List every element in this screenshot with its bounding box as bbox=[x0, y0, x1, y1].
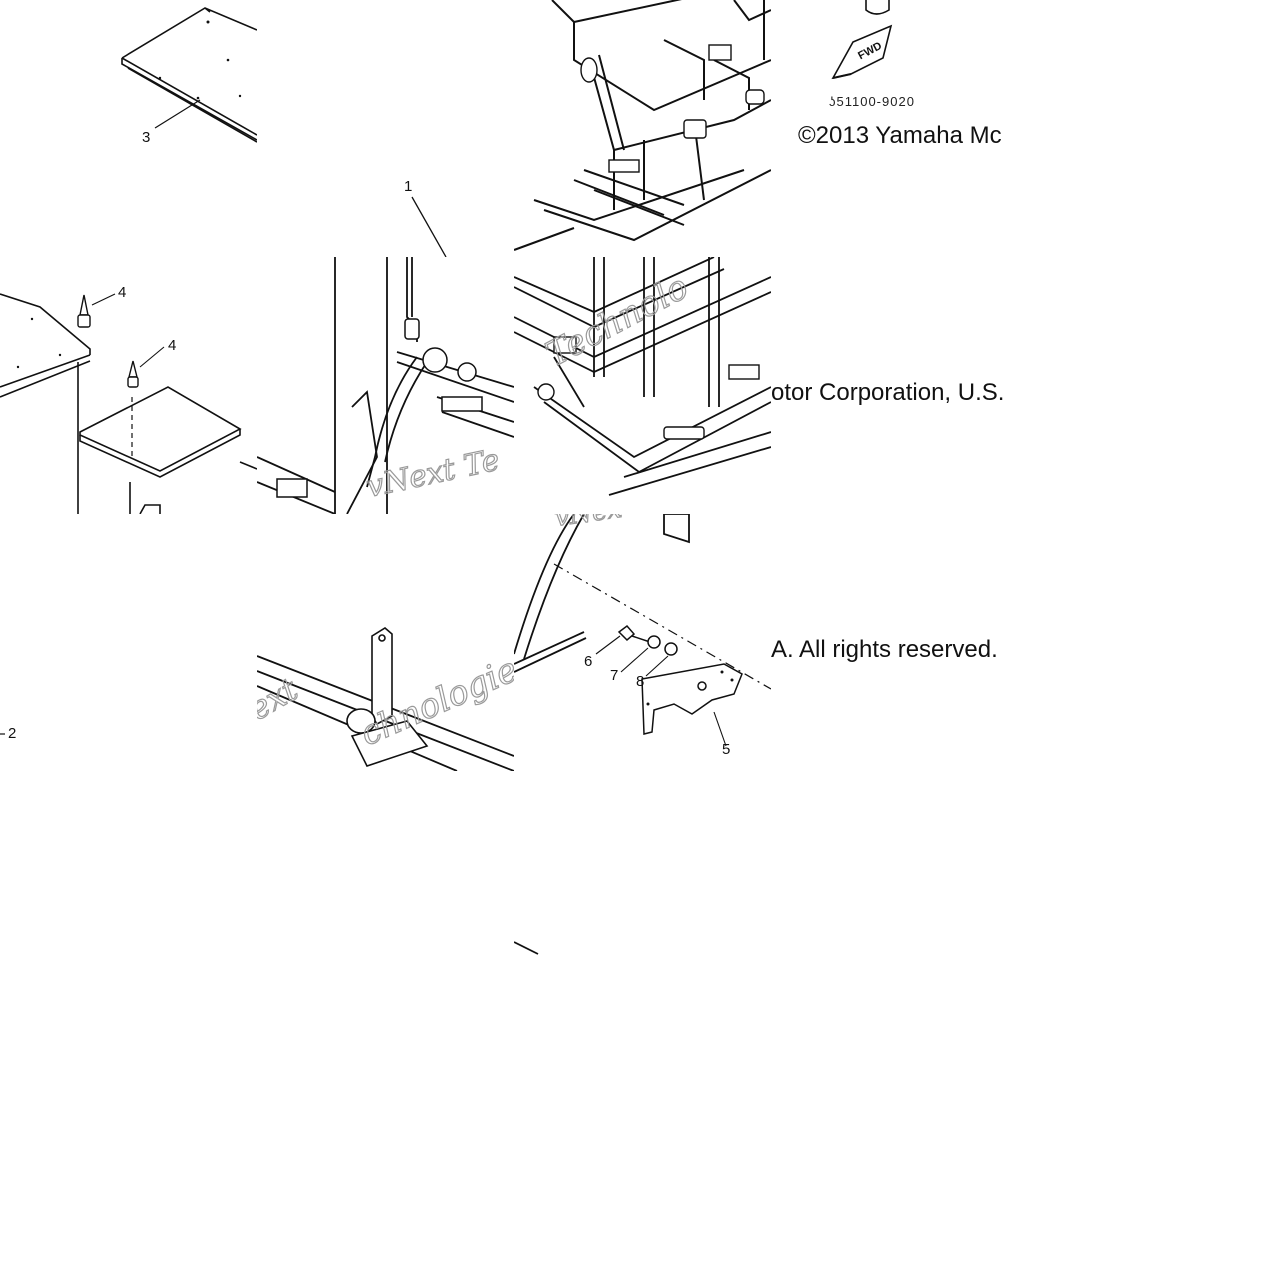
cover-plate-drawing: 3 bbox=[121, 7, 257, 146]
callout-3: 3 bbox=[142, 129, 150, 146]
fwd-indicator: FWD ʖ51100-9020 bbox=[829, 0, 915, 109]
tile-top-center bbox=[514, 0, 771, 257]
copyright-line-3: A. All rights reserved. bbox=[771, 636, 998, 663]
watermark-center: vNext Te bbox=[363, 443, 502, 505]
bracket-hardware-drawing: 6 7 8 5 vNex bbox=[514, 514, 771, 758]
watermark-lower-1: ext bbox=[257, 670, 304, 728]
frame-drawing-middle: Technolo bbox=[514, 257, 771, 496]
callout-8: 8 bbox=[636, 673, 644, 690]
callout-5: 5 bbox=[722, 741, 730, 758]
stray-line-fragment bbox=[514, 941, 539, 955]
frame-drawing-top bbox=[514, 0, 771, 251]
diagram-code: ʖ51100-9020 bbox=[829, 94, 915, 109]
callout-1-leader: 1 bbox=[404, 178, 447, 257]
lever-assembly-drawing: vNext Te bbox=[257, 257, 514, 514]
callout-1: 1 bbox=[404, 178, 412, 195]
tile-center: vNext Te bbox=[257, 257, 514, 514]
tile-top-right: FWD ʖ51100-9020 ©2013 Yamaha Mc bbox=[771, 0, 1028, 257]
callout-7: 7 bbox=[610, 667, 618, 684]
callout-4-upper: 4 bbox=[118, 284, 126, 301]
tile-middle-center-right: Technolo bbox=[514, 257, 771, 514]
copyright-line-1: ©2013 Yamaha Mc bbox=[798, 122, 1002, 149]
callout-4-lower: 4 bbox=[168, 337, 176, 354]
callout-6: 6 bbox=[584, 653, 592, 670]
fastener-plate-drawing: 4 4 bbox=[0, 284, 257, 514]
lever-closeup-drawing: ext chnologies bbox=[257, 627, 514, 771]
tile-middle-left: 4 4 bbox=[0, 257, 257, 514]
callout-2-marker: 2 bbox=[0, 725, 16, 742]
tile-lower-center: ext chnologies bbox=[257, 626, 514, 771]
callout-2: 2 bbox=[8, 725, 16, 742]
tile-lower-right: 6 7 8 5 vNex bbox=[514, 514, 771, 771]
tile-lower-left: 2 bbox=[0, 714, 40, 754]
watermark-lower-3: vNex bbox=[553, 514, 624, 533]
tile-top-left: 3 bbox=[0, 0, 257, 257]
copyright-line-2: otor Corporation, U.S. bbox=[771, 379, 1005, 406]
